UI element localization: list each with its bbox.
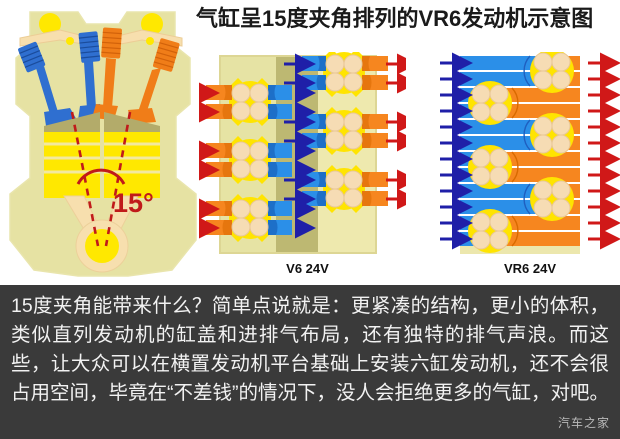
page-title: 气缸呈15度夹角排列的VR6发动机示意图 <box>196 6 594 31</box>
valve-exhaust-center <box>92 27 122 120</box>
v6-cylinder-right-2 <box>302 107 388 155</box>
vr6-24v-diagram <box>440 52 620 254</box>
vr6-cylinder-1 <box>523 52 574 93</box>
combustion-chamber-right <box>104 112 160 136</box>
caption-text: 15度夹角能带来什么？简单点说就是：更紧凑的结构，更小的体积，类似直列发动机的缸… <box>11 295 609 404</box>
vr6-cylinder-2 <box>468 81 519 125</box>
centerline-left <box>70 111 100 247</box>
camshaft-intake-left-icon <box>39 13 61 35</box>
valve-intake-outer-left <box>18 41 78 126</box>
rocker-arm-group <box>19 29 183 47</box>
v6-cylinder-right-1 <box>302 52 388 97</box>
v6-intake-arrows-right-bank <box>284 53 316 210</box>
crankshaft-journal-icon <box>85 229 119 263</box>
camshaft-exhaust-right-icon <box>141 13 163 35</box>
camshaft-group <box>39 13 163 35</box>
vr6-cylinders <box>468 52 574 253</box>
v6-cylinder-right-3 <box>302 165 388 213</box>
v6-cylinder-left-2 <box>206 136 292 184</box>
engine-cross-section-diagram: 15° <box>9 11 197 277</box>
cylinder-left <box>44 132 100 198</box>
centerline-right <box>104 111 132 247</box>
vr6-diagram-label: VR6 24V <box>503 261 557 276</box>
v6-exhaust-arrows-right <box>386 53 406 210</box>
valve-exhaust-outer-right <box>128 38 180 124</box>
vr6-cylinder-4 <box>468 145 519 189</box>
angle-label: 15° <box>113 188 154 218</box>
vr6-intake-arrows <box>440 52 473 250</box>
vr6-cylinder-3 <box>523 113 574 157</box>
rocker-pivot-left-icon <box>66 37 74 45</box>
caption-panel: 15度夹角能带来什么？简单点说就是：更紧凑的结构，更小的体积，类似直列发动机的缸… <box>0 285 620 439</box>
v6-exhaust-arrows-left <box>199 82 220 239</box>
vr6-cylinder-6 <box>468 209 519 253</box>
vr6-cylinder-5 <box>523 177 574 221</box>
combustion-chamber-group <box>44 112 160 136</box>
cylinder-right <box>104 132 160 198</box>
v6-diagram-label: V6 24V <box>286 261 329 276</box>
vr6-exhaust-arrows <box>588 52 620 250</box>
rocker-pivot-right-icon <box>146 37 154 45</box>
combustion-chamber-left <box>44 112 100 136</box>
angle-arc <box>76 168 126 185</box>
v6-right-bank-cylinders <box>302 52 388 213</box>
cylinder-centerline-group <box>70 111 132 247</box>
watermark: 汽车之家 <box>557 416 610 430</box>
v6-24v-diagram <box>199 52 406 254</box>
